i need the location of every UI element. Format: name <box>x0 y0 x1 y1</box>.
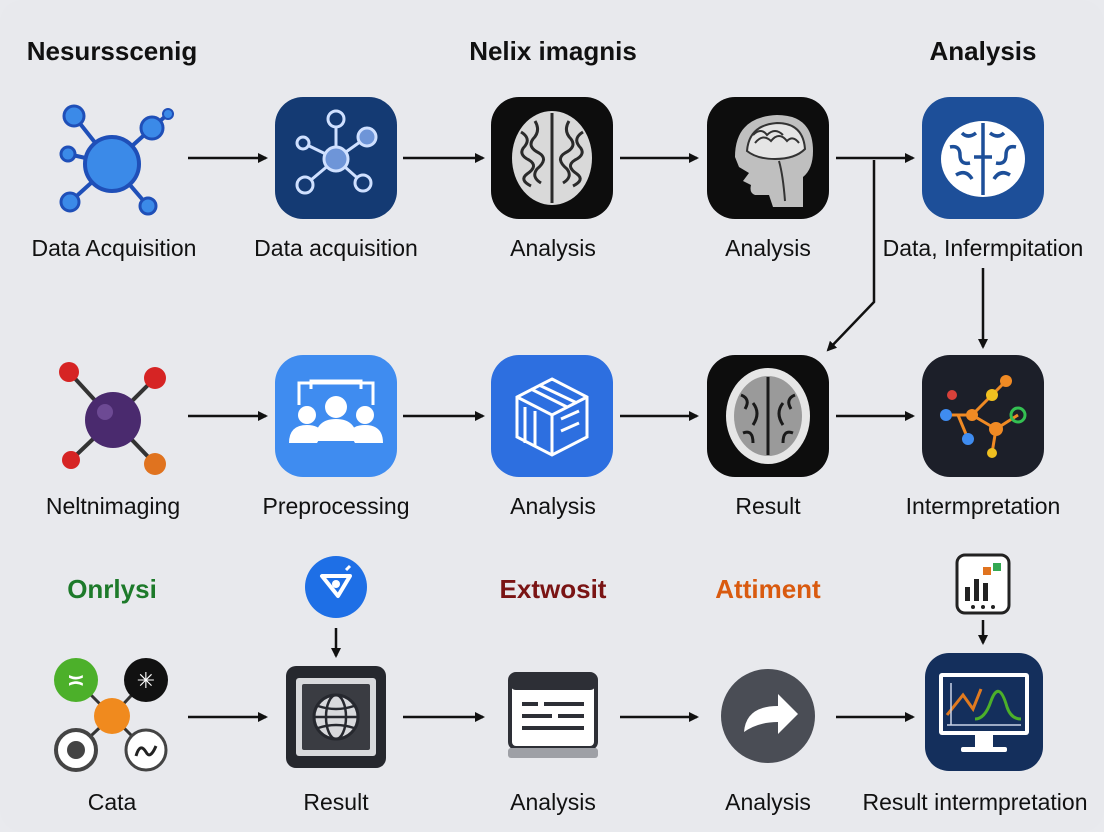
svg-text:≍: ≍ <box>67 669 85 694</box>
label-analysis-r2: Analysis <box>510 493 596 519</box>
arrow-feedback <box>826 160 876 352</box>
network-graph-icon <box>922 355 1044 477</box>
label-neuroimaging: Neltnimaging <box>45 493 181 519</box>
globe-screen-icon <box>286 666 386 768</box>
brain-scan-icon <box>491 97 613 219</box>
label-analysis-r1a: Analysis <box>510 235 596 261</box>
label-data-acquisition-2: Data acquisition <box>254 235 418 261</box>
category-attiment: Attiment <box>715 574 821 604</box>
team-icon <box>275 355 397 477</box>
header-center: Nelix imagnis <box>469 36 637 66</box>
chart-tablet-icon <box>955 553 1011 615</box>
cluster-icon: ≍ ✳ <box>54 658 168 772</box>
brain-axial-icon <box>707 355 829 477</box>
label-data-interpretation: Data, Infermpitation <box>882 235 1084 261</box>
category-extwosit: Extwosit <box>499 574 607 604</box>
label-result-r3: Result <box>303 789 369 815</box>
label-result-r2: Result <box>735 493 801 519</box>
label-analysis-r3a: Analysis <box>510 789 596 815</box>
header-right: Analysis <box>929 36 1037 66</box>
label-analysis-r1b: Analysis <box>725 235 811 261</box>
category-onrlysi: Onrlysi <box>67 574 157 604</box>
cube-icon <box>491 355 613 477</box>
label-analysis-r3b: Analysis <box>725 789 811 815</box>
brain-icon <box>922 97 1044 219</box>
head-mri-icon <box>707 97 829 219</box>
label-preprocessing: Preprocessing <box>262 493 410 519</box>
filter-badge-icon <box>305 556 367 618</box>
molecule-network-icon <box>59 104 174 216</box>
monitor-chart-icon <box>925 653 1043 771</box>
svg-text:✳: ✳ <box>137 669 155 694</box>
label-result-interpretation: Result intermpretation <box>862 789 1088 815</box>
share-arrow-icon <box>721 669 815 763</box>
label-interpretation: Intermpretation <box>905 493 1061 519</box>
network-nodes-icon <box>275 97 397 219</box>
label-data-acquisition-1: Data Acquisition <box>31 235 197 261</box>
molecule-icon <box>59 362 166 475</box>
header-left: Nesursscenig <box>26 36 198 66</box>
label-cata: Cata <box>87 789 137 815</box>
document-window-icon <box>508 672 598 758</box>
